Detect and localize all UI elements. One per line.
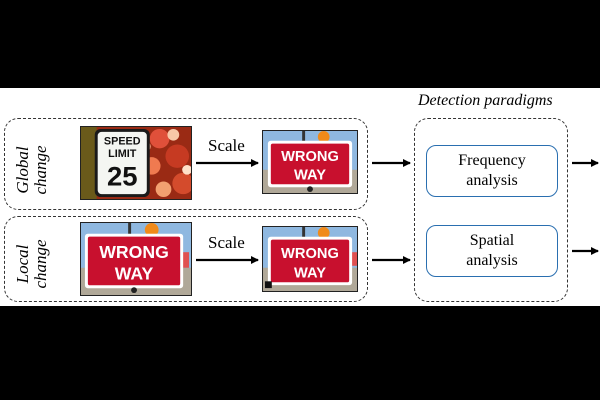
wrong-way-image-original: WRONG WAY xyxy=(80,222,192,296)
wrong-way-local-line1: WRONG xyxy=(281,246,339,262)
row-label-local-line1: Local xyxy=(13,244,32,284)
wrong-way-original-line1: WRONG xyxy=(99,242,169,262)
speed-sign-line2: LIMIT xyxy=(108,148,137,160)
speed-limit-image: SPEED LIMIT 25 xyxy=(80,126,192,200)
scale-label-global: Scale xyxy=(208,136,245,155)
scale-label-local: Scale xyxy=(208,233,245,252)
detection-paradigms-group xyxy=(414,118,568,302)
spatial-line2: analysis xyxy=(466,252,518,269)
global-change-group xyxy=(4,118,368,210)
speed-sign-value: 25 xyxy=(107,160,138,191)
local-change-group xyxy=(4,216,368,302)
wrong-way-image-scaled-global: WRONG WAY xyxy=(262,130,358,194)
spatial-line1: Spatial xyxy=(469,232,515,249)
frequency-line2: analysis xyxy=(466,172,518,189)
frequency-line1: Frequency xyxy=(458,152,526,169)
paradigms-title: Detection paradigms xyxy=(418,92,553,109)
row-label-local: Local change xyxy=(13,224,50,304)
wrong-way-global-line2: WAY xyxy=(294,168,326,184)
speed-sign-line1: SPEED xyxy=(104,136,141,148)
row-label-global: Global change xyxy=(13,130,50,210)
local-patch xyxy=(264,281,272,289)
wrong-way-original-line2: WAY xyxy=(115,264,154,284)
diagram-canvas: Detection paradigms Global change Local … xyxy=(0,88,600,306)
wrong-way-local-line2: WAY xyxy=(294,265,326,281)
row-label-global-line1: Global xyxy=(13,146,32,194)
spatial-analysis-box: Spatial analysis xyxy=(426,225,558,277)
row-label-local-line2: change xyxy=(31,239,50,289)
row-label-global-line2: change xyxy=(31,145,50,195)
wrong-way-global-line1: WRONG xyxy=(281,149,339,165)
wrong-way-image-scaled-local: WRONG WAY xyxy=(262,226,358,292)
frequency-analysis-box: Frequency analysis xyxy=(426,145,558,197)
